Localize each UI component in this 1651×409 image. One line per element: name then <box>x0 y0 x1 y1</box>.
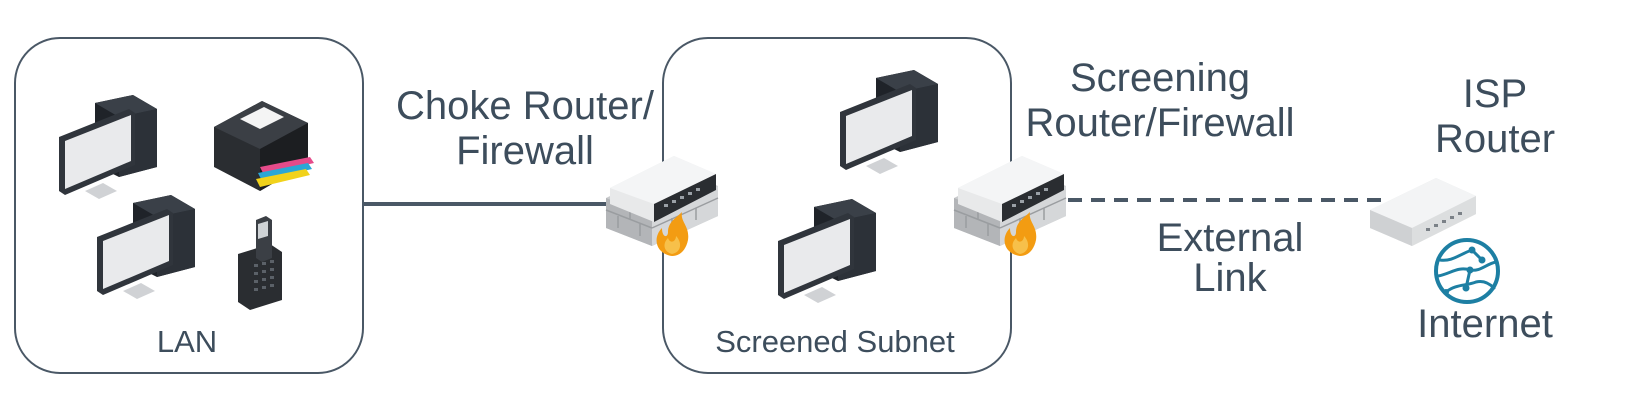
isp-router-label-line1: ISP <box>1462 72 1528 116</box>
choke-router-label: Choke Router/ Firewall <box>380 84 670 174</box>
lan-zone-label: LAN <box>156 324 218 359</box>
choke-router-label-line1: Choke Router/ <box>396 84 654 128</box>
choke-router-label-line2: Firewall <box>456 128 594 173</box>
internet-label: Internet <box>1417 302 1553 346</box>
choke-firewall-icon <box>605 156 719 256</box>
isp-router-label: ISP Router <box>1420 72 1570 162</box>
external-link-label-line2: Link <box>1193 256 1267 300</box>
desktop-computer-icon <box>59 95 157 199</box>
printer-icon <box>214 101 314 191</box>
desktop-computer-icon <box>778 199 876 303</box>
screening-router-label-line1: Screening <box>1069 56 1251 100</box>
screening-firewall-icon <box>953 156 1067 256</box>
external-link-label-line1: External <box>1156 216 1304 260</box>
isp-router-icon <box>1370 178 1476 246</box>
screening-router-label-line2: Router/Firewall <box>1025 100 1295 145</box>
desktop-computer-icon <box>97 195 195 299</box>
screening-router-label: Screening Router/Firewall <box>1012 56 1308 146</box>
screened-subnet-label: Screened Subnet <box>715 324 955 359</box>
desktop-computer-icon <box>840 70 938 174</box>
external-link-label: External Link <box>1140 218 1320 298</box>
globe-icon <box>1434 238 1500 304</box>
isp-router-label-line2: Router <box>1434 116 1556 161</box>
phone-handset-icon <box>238 216 282 310</box>
